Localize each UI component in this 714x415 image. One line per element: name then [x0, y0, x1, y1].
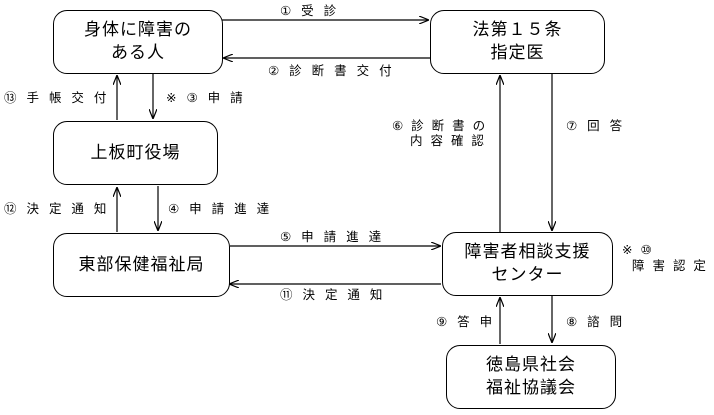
node-person-line2: ある人 — [111, 43, 165, 63]
edge-label-e10-line2: 障 害 認 定 — [632, 258, 708, 273]
node-town-line1: 上板町役場 — [90, 142, 181, 163]
node-doctor: 法第１５条 指定医 — [430, 10, 605, 74]
edge-label-e3: ※ ③ 申 請 — [166, 90, 246, 105]
edge-label-e5: ⑤ 申 請 進 達 — [280, 229, 385, 244]
node-doctor-line2: 指定医 — [490, 43, 545, 63]
node-center-line2: センター — [491, 265, 564, 285]
node-bureau: 東部保健福祉局 — [53, 233, 230, 297]
node-council: 徳島県社会 福祉協議会 — [446, 345, 616, 409]
node-center: 障害者相談支援 センター — [442, 232, 613, 296]
node-person-line1: 身体に障害の — [84, 20, 192, 41]
node-bureau-line1: 東部保健福祉局 — [78, 254, 205, 275]
edge-label-e8: ⑧ 諮 問 — [566, 314, 626, 329]
edge-label-e12: ⑫ 決 定 通 知 — [4, 201, 110, 216]
node-town: 上板町役場 — [53, 121, 218, 185]
edge-label-e4: ④ 申 請 進 達 — [168, 201, 273, 216]
node-doctor-line1: 法第１５条 — [472, 20, 563, 41]
node-center-line1: 障害者相談支援 — [464, 242, 591, 263]
edge-label-e1: ① 受 診 — [280, 3, 340, 18]
edge-label-e2: ② 診 断 書 交 付 — [268, 63, 395, 78]
edge-label-e9: ⑨ 答 申 — [436, 314, 496, 329]
edge-label-e7: ⑦ 回 答 — [566, 118, 626, 133]
edge-label-e13: ⑬ 手 帳 交 付 — [4, 90, 110, 105]
edge-label-e6-line2: 内 容 確 認 — [410, 133, 486, 148]
node-council-line1: 徳島県社会 — [486, 355, 576, 376]
edge-label-e6-line1: ⑥ 診 断 書 の — [392, 118, 488, 133]
edge-label-e10-line1: ※ ⑩ — [622, 242, 654, 257]
edge-label-e11: ⑪ 決 定 通 知 — [280, 287, 386, 302]
node-council-line2: 福祉協議会 — [486, 378, 576, 398]
node-person: 身体に障害の ある人 — [53, 10, 223, 74]
